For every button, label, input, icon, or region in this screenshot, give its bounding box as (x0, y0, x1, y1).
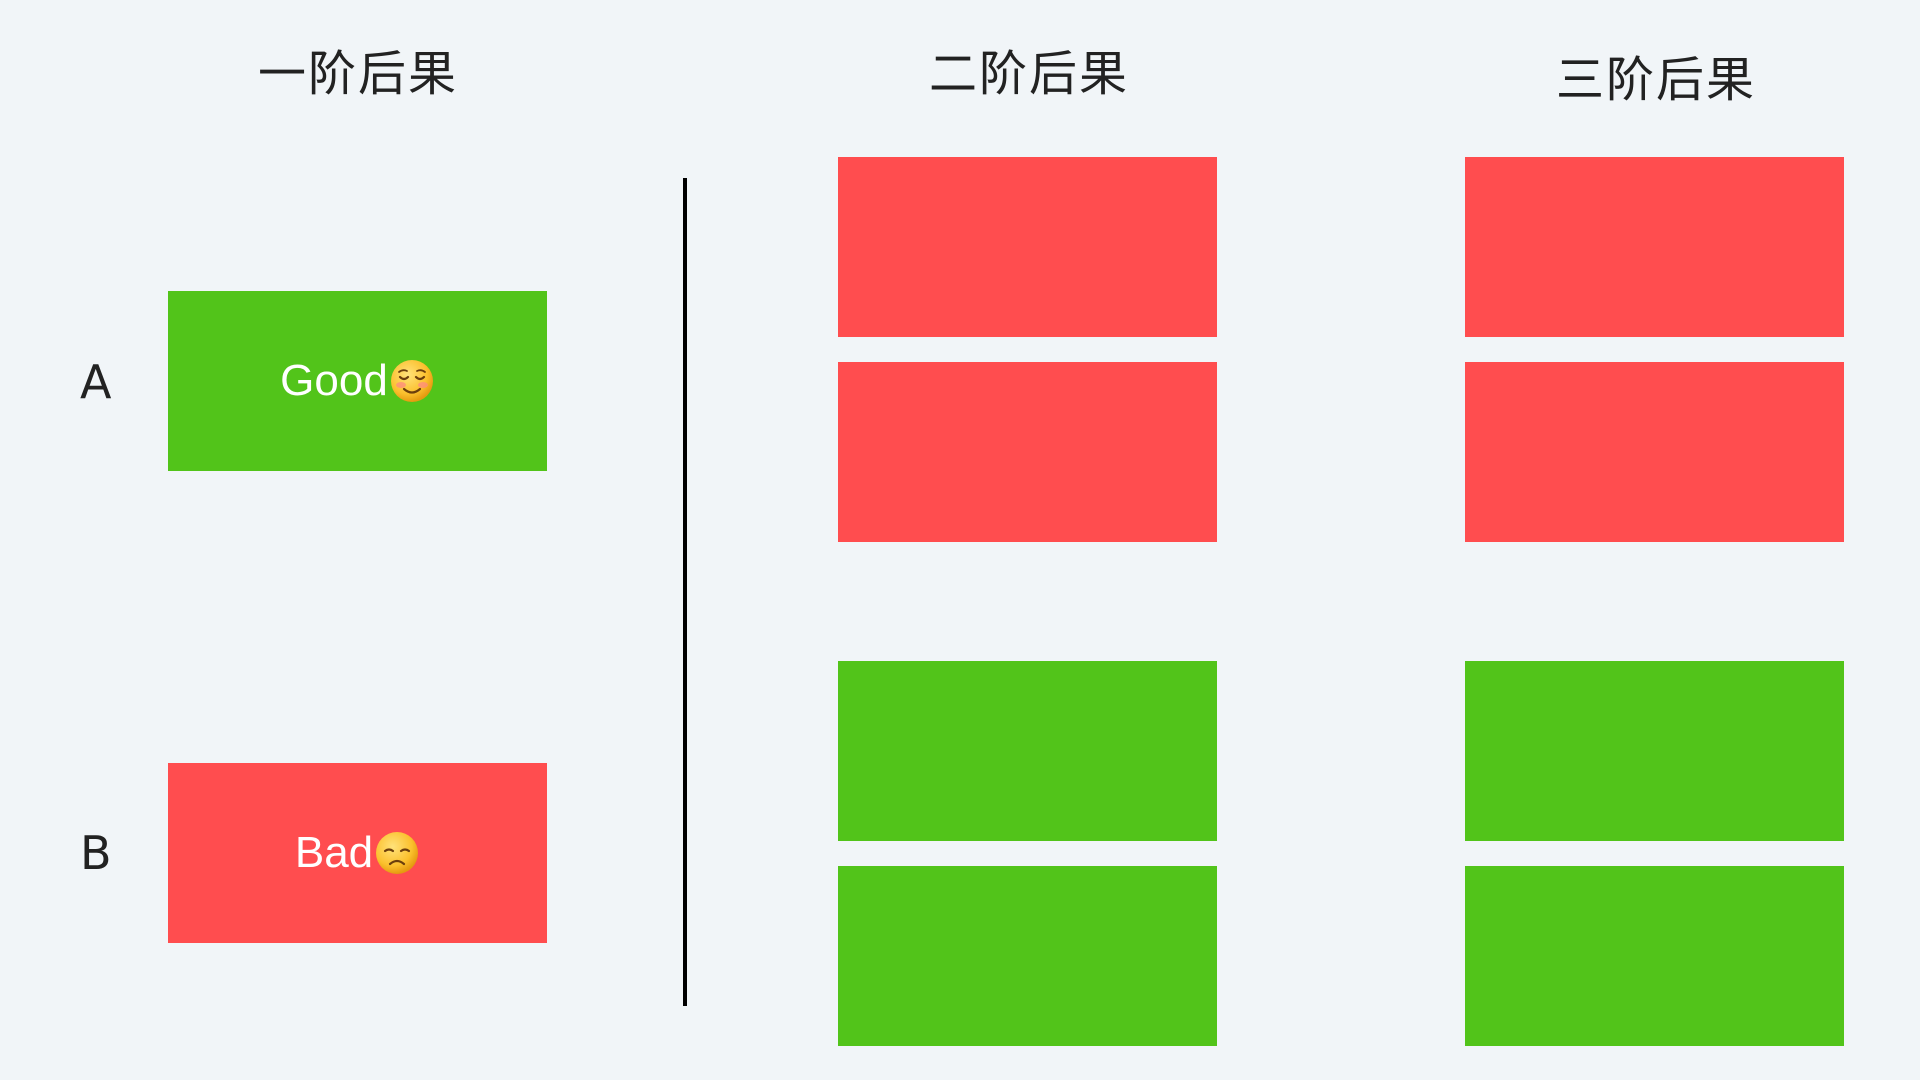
heading-third-order: 三阶后果 (1555, 52, 1756, 108)
disappointed-face-icon (374, 830, 420, 876)
second-order-box-1 (838, 157, 1217, 337)
second-order-box-3 (838, 661, 1217, 841)
smiling-face-icon (389, 358, 435, 404)
second-order-box-4 (838, 866, 1217, 1046)
vertical-divider (683, 178, 687, 1006)
good-label: Good (280, 356, 388, 405)
row-label-a: A (80, 355, 112, 409)
second-order-box-2 (838, 362, 1217, 542)
heading-first-order: 一阶后果 (257, 46, 458, 102)
third-order-box-3 (1465, 661, 1844, 841)
row-label-b: B (80, 826, 112, 880)
third-order-box-4 (1465, 866, 1844, 1046)
third-order-box-1 (1465, 157, 1844, 337)
first-order-box-a: Good (168, 291, 547, 471)
bad-label: Bad (294, 828, 374, 877)
first-order-box-b-content: Bad (168, 763, 547, 943)
first-order-box-b: Bad (168, 763, 547, 943)
third-order-box-2 (1465, 362, 1844, 542)
first-order-box-a-content: Good (168, 291, 547, 471)
heading-second-order: 二阶后果 (928, 46, 1129, 102)
